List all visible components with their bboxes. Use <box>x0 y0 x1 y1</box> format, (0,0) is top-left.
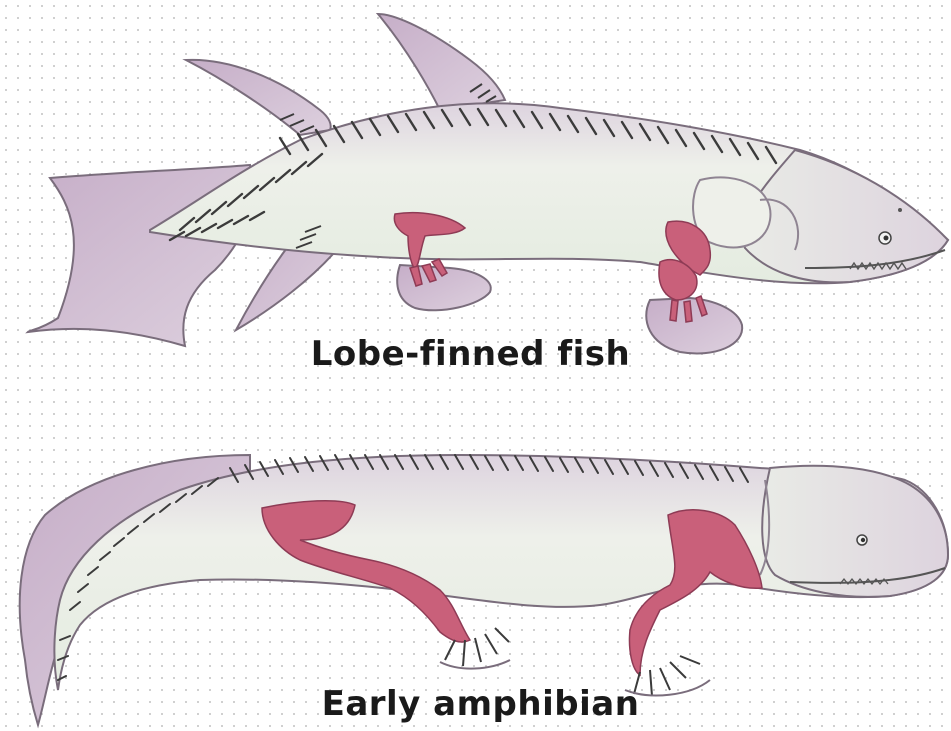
amphibian-head <box>762 466 948 597</box>
label-early-amphibian: Early amphibian <box>0 684 951 724</box>
label-lobe-finned-fish: Lobe-finned fish <box>0 334 941 374</box>
fish-dorsal-fin-rear <box>186 60 331 135</box>
fish-dorsal-fin-front <box>378 14 505 110</box>
lobe-finned-fish <box>28 14 948 353</box>
